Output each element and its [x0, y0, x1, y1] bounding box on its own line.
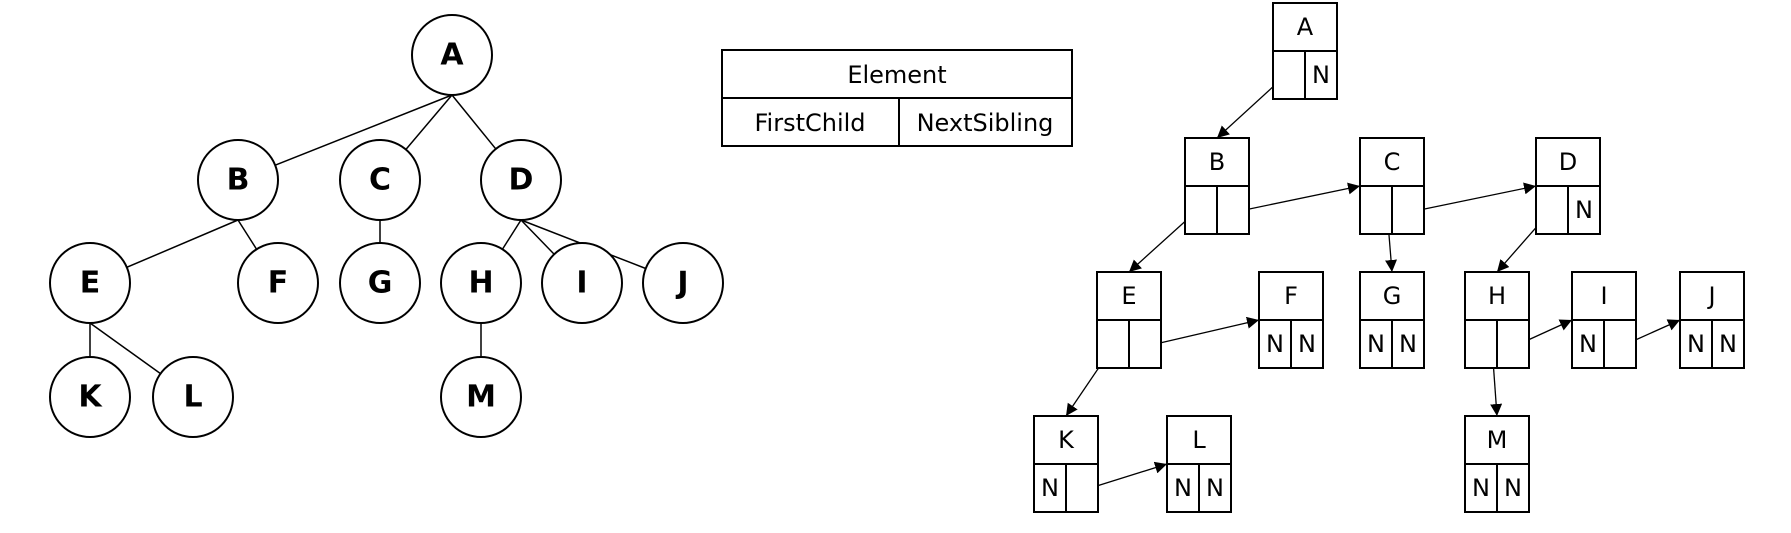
tree-edge-e-l: [89, 322, 161, 375]
node-structure-legend: Element FirstChild NextSibling: [721, 49, 1073, 147]
tree-node-circle: [152, 356, 234, 438]
tree-node-circle: [541, 242, 623, 324]
list-node-element: J: [1706, 282, 1715, 310]
tree-edge-d-h: [501, 219, 522, 250]
tree-node-label: L: [183, 380, 202, 415]
tree-node-m: M: [440, 356, 522, 438]
tree-node-circle: [642, 242, 724, 324]
nextsibling-null-marker: N: [1206, 474, 1224, 502]
nextsibling-null-marker: N: [1575, 196, 1593, 224]
firstchild-null-marker: N: [1687, 330, 1705, 358]
list-node-element: B: [1209, 148, 1225, 176]
tree-node-b: B: [197, 139, 279, 221]
nextsibling-pointer-e-f: [1146, 316, 1260, 347]
tree-node-circle: [440, 242, 522, 324]
tree-node-a: A: [411, 14, 493, 96]
legend-firstchild-label: FirstChild: [754, 109, 865, 137]
list-node-element: M: [1487, 426, 1508, 454]
tree-edge-a-b: [274, 94, 453, 166]
tree-node-label: M: [466, 380, 496, 415]
tree-node-label: G: [368, 266, 393, 301]
tree-node-label: B: [227, 163, 250, 198]
tree-edge-a-c: [405, 94, 453, 150]
list-node-k: KN: [1033, 415, 1099, 513]
tree-node-label: D: [509, 163, 534, 198]
list-node-element: A: [1297, 13, 1314, 41]
tree-edge-a-d: [451, 94, 497, 150]
legend-element-label: Element: [847, 61, 946, 89]
tree-node-label: C: [369, 163, 391, 198]
tree-node-k: K: [49, 356, 131, 438]
tree-node-label: H: [468, 266, 493, 301]
firstchild-null-marker: N: [1472, 474, 1490, 502]
tree-node-j: J: [642, 242, 724, 324]
firstchild-null-marker: N: [1266, 330, 1284, 358]
list-node-h: H: [1464, 271, 1530, 369]
tree-node-g: G: [339, 242, 421, 324]
tree-node-circle: [440, 356, 522, 438]
list-node-c: C: [1359, 137, 1425, 235]
tree-edge-b-e: [126, 219, 239, 269]
tree-node-h: H: [440, 242, 522, 324]
nextsibling-null-marker: N: [1504, 474, 1522, 502]
list-node-element: E: [1121, 282, 1136, 310]
tree-node-circle: [197, 139, 279, 221]
list-node-b: B: [1184, 137, 1250, 235]
legend-nextsibling-label: NextSibling: [917, 109, 1054, 137]
tree-node-circle: [237, 242, 319, 324]
nextsibling-pointer-b-c: [1234, 182, 1361, 213]
tree-edge-b-f: [237, 219, 258, 250]
tree-node-f: F: [237, 242, 319, 324]
legend-nextsibling-cell: [898, 97, 1073, 147]
nextsibling-null-marker: N: [1719, 330, 1737, 358]
list-node-element: D: [1559, 148, 1577, 176]
list-node-a: AN: [1272, 2, 1338, 100]
tree-node-circle: [339, 242, 421, 324]
tree-node-label: J: [675, 266, 688, 301]
list-node-element: K: [1058, 426, 1075, 454]
firstchild-null-marker: N: [1174, 474, 1192, 502]
tree-node-c: C: [339, 139, 421, 221]
tree-node-circle: [49, 356, 131, 438]
tree-node-e: E: [49, 242, 131, 324]
tree-node-i: I: [541, 242, 623, 324]
tree-node-circle: [49, 242, 131, 324]
tree-edge-d-i: [520, 219, 555, 255]
tree-node-d: D: [480, 139, 562, 221]
general-tree: A B C D E F G H I J K L M: [49, 14, 724, 438]
tree-node-l: L: [152, 356, 234, 438]
tree-node-circle: [480, 139, 562, 221]
tree-node-label: F: [268, 266, 289, 301]
list-node-element: F: [1284, 282, 1298, 310]
nextsibling-pointer-c-d: [1409, 182, 1537, 213]
list-node-element: H: [1488, 282, 1506, 310]
nextsibling-null-marker: N: [1312, 61, 1330, 89]
list-node-d: DN: [1535, 137, 1601, 235]
nextsibling-null-marker: N: [1298, 330, 1316, 358]
tree-node-circle: [411, 14, 493, 96]
tree-node-label: I: [576, 266, 587, 301]
list-node-element: I: [1600, 282, 1607, 310]
list-node-i: IN: [1571, 271, 1637, 369]
list-node-element: G: [1383, 282, 1402, 310]
firstchild-null-marker: N: [1579, 330, 1597, 358]
list-node-e: E: [1096, 271, 1162, 369]
list-node-element: L: [1192, 426, 1206, 454]
tree-node-label: E: [80, 266, 101, 301]
firstchild-null-marker: N: [1367, 330, 1385, 358]
firstchild-null-marker: N: [1041, 474, 1059, 502]
tree-node-label: A: [440, 38, 464, 73]
list-node-element: C: [1384, 148, 1401, 176]
tree-node-circle: [339, 139, 421, 221]
nextsibling-null-marker: N: [1399, 330, 1417, 358]
tree-node-label: K: [78, 380, 103, 415]
